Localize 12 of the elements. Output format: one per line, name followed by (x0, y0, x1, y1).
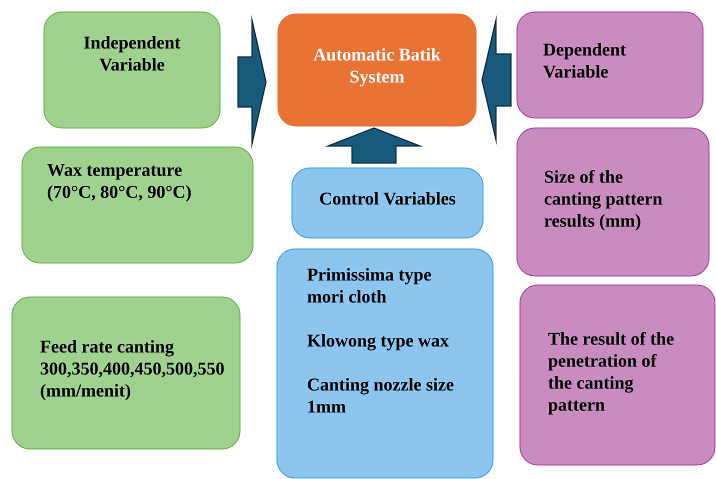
variable-box: Feed rate canting 300,350,400,450,500,550 (mm/menit) (12, 296, 240, 450)
block-arrow (481, 14, 512, 146)
variable-box: The result of the penetration of the canting pattern (520, 284, 716, 466)
variable-box: Dependent Variable (516, 12, 704, 118)
block-arrow (237, 14, 267, 150)
variable-box: Control Variables (292, 168, 484, 238)
variable-box: Primissima type mori cloth Klowong type wax Canting nozzle size 1mm (276, 248, 494, 478)
system-box: Automatic Batik System (278, 14, 476, 126)
variable-box: Wax temperature (70°C, 80°C, 90°C) (22, 146, 254, 264)
variable-box: Size of the canting pattern results (mm) (516, 128, 710, 276)
variable-box: Independent Variable (44, 12, 220, 128)
block-arrow (324, 127, 424, 164)
